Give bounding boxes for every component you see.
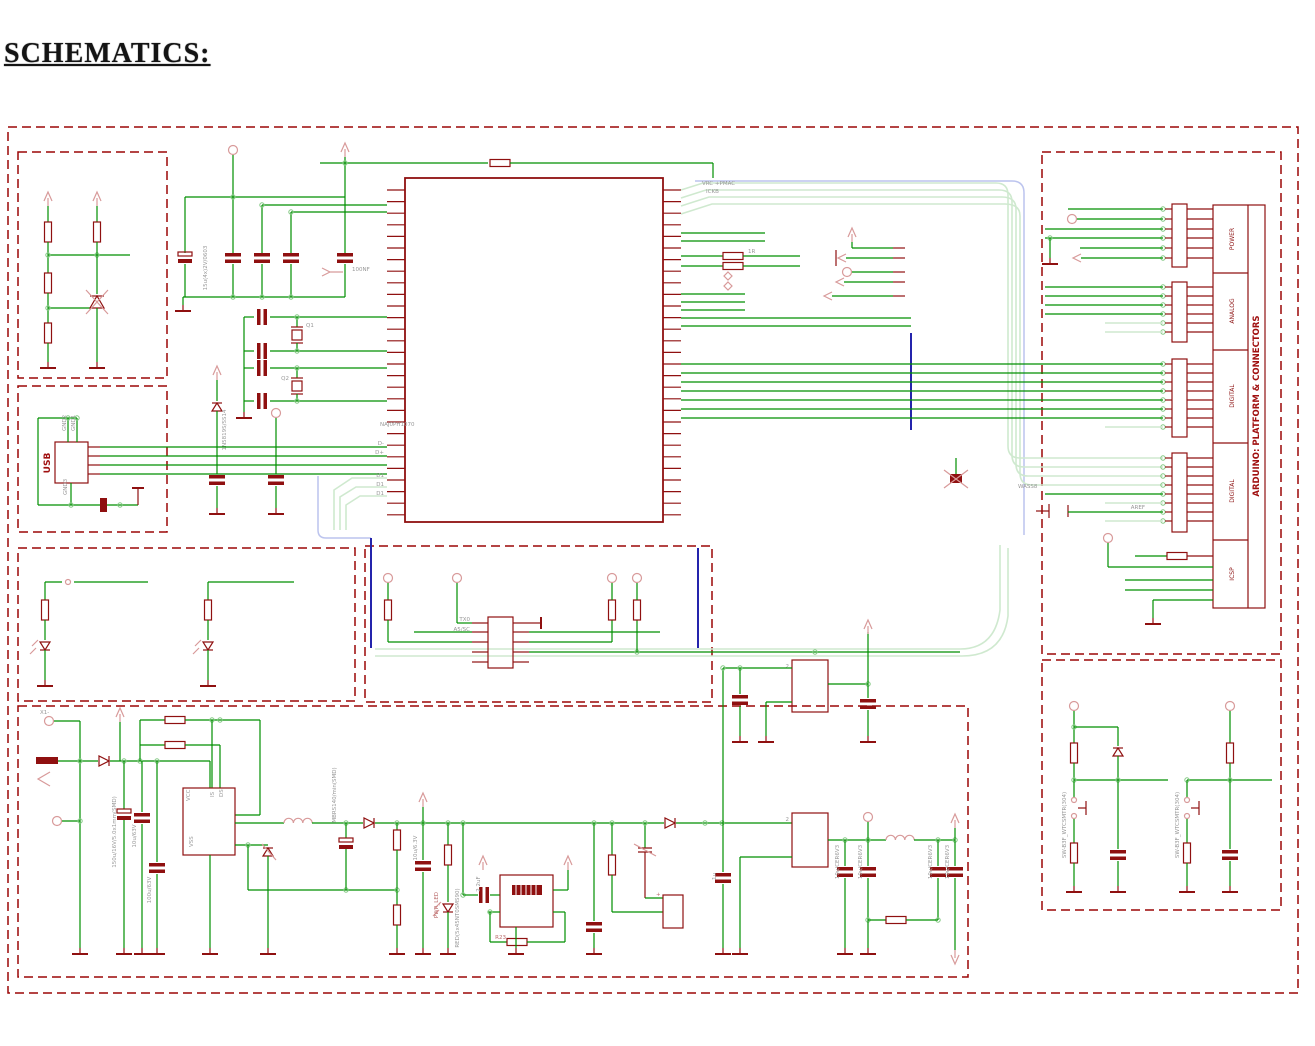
led-indicator-block bbox=[29, 578, 294, 687]
ds-label: DS bbox=[219, 789, 225, 797]
net-d1b-label: D1 bbox=[376, 482, 384, 488]
net-1r-label: 1R bbox=[748, 249, 755, 255]
ccer1-label: 10u/CER6V3 bbox=[835, 844, 841, 879]
protection-block bbox=[39, 191, 130, 369]
c22-label: 2.2uF bbox=[476, 876, 482, 891]
crystal-circuit: Q1 Q2 1N5819S/SS14 bbox=[208, 309, 387, 515]
main-mcu-ic bbox=[387, 177, 681, 523]
header-digital2 bbox=[1171, 452, 1188, 533]
usb-connector-block: USB GND2 GND1 GND3 bbox=[37, 415, 144, 512]
crystal-q1-label: Q1 bbox=[306, 323, 314, 329]
net-wass-label: WASS8 bbox=[1018, 484, 1038, 490]
panel-heading-label: ARDUINO: PLATFORM & CONNECTORS bbox=[1252, 315, 1262, 496]
pin2a-label: 2 bbox=[786, 664, 790, 670]
regulator-ic2 bbox=[791, 812, 829, 868]
pale-bus-sweep bbox=[375, 182, 1163, 657]
regulator-ic1 bbox=[182, 787, 236, 856]
ccer3-label: 10u/CER6V3 bbox=[928, 844, 934, 879]
pwr-led-label: PWR_LED bbox=[434, 892, 440, 918]
bus-lines bbox=[317, 180, 1025, 648]
section-power-label: POWER bbox=[1229, 228, 1236, 250]
aux-ic bbox=[499, 874, 554, 928]
header-digital1 bbox=[1171, 358, 1188, 438]
power-supply-block: X1- 150u/16V/5.0x1mm(SMD) 10u/63V 100u/6… bbox=[36, 619, 963, 965]
ccer2-label: 10u/CER6V3 bbox=[858, 844, 864, 879]
panel-wires: AREF bbox=[681, 208, 1213, 625]
usb-data-lines: D- D+ NAJ0PH1070 D1 D1 D1 bbox=[100, 422, 415, 530]
x1-label: X1- bbox=[40, 710, 49, 716]
serial-header-block: TX0 A5/SC bbox=[382, 572, 960, 669]
c100u-label: 100u/63V bbox=[147, 876, 153, 903]
sw2-label: SW-B3F_WTCSMTR(304) bbox=[1175, 792, 1181, 858]
net-naj-label: NAJ0PH1070 bbox=[380, 422, 415, 428]
net-d1a-label: D1 bbox=[376, 473, 384, 479]
section-analog-label: ANALOG bbox=[1229, 298, 1236, 324]
net-d1c-label: D1 bbox=[376, 491, 384, 497]
net-vrc-label: VRC +PMAC bbox=[702, 181, 735, 187]
vss-label: VSS bbox=[189, 836, 195, 847]
frame-serial-block bbox=[364, 545, 713, 703]
block-frames bbox=[17, 151, 1282, 978]
regulator-ic3 bbox=[791, 659, 829, 713]
c10u63-label: 10u/63V bbox=[132, 824, 138, 847]
serial-header-pins bbox=[472, 622, 529, 663]
diode-part-label: 1N5819S/SS14 bbox=[222, 409, 228, 450]
frame-switch-block bbox=[1041, 659, 1282, 911]
led-part-label: RED(5x45NT0SMS90) bbox=[455, 888, 461, 947]
vcc-label: VCC bbox=[186, 789, 192, 801]
r23-label: R23 bbox=[495, 935, 506, 941]
section-digital1-label: DIGITAL bbox=[1229, 384, 1236, 408]
ccer4-label: 10u/CER6V3 bbox=[945, 844, 951, 879]
arduino-connector-panel: POWER ANALOG DIGITAL DIGITAL ICSP ARDUIN… bbox=[681, 203, 1266, 625]
usb-gnd3-label: GND3 bbox=[63, 478, 69, 495]
aref-label: AREF bbox=[1131, 505, 1145, 511]
frame-power-block bbox=[17, 705, 969, 978]
pin2b-label: 2 bbox=[786, 817, 790, 823]
net-icn-label: ICKB bbox=[706, 189, 719, 195]
c150-label: 150u/16V/5.0x1mm(SMD) bbox=[112, 796, 118, 867]
frame-usb-block bbox=[17, 385, 168, 533]
crystal-q2-label: Q2 bbox=[281, 376, 289, 382]
c10u6v3-label: 10u/6.3V bbox=[413, 835, 419, 860]
net-dminus-label: D- bbox=[378, 441, 384, 447]
battery-connector bbox=[662, 894, 684, 929]
sw1-label: SW-B3F_WTCSMTR(304) bbox=[1062, 792, 1068, 858]
dpart-label: MBRS140/min(SMD) bbox=[332, 767, 338, 822]
cap-bank-value-label: 15u(4x)2V/0603 bbox=[203, 245, 209, 290]
page-title: SCHEMATICS: bbox=[4, 38, 211, 69]
frame-led-block bbox=[17, 547, 356, 702]
usb-label: USB bbox=[43, 453, 53, 474]
frame-protection-block bbox=[17, 151, 168, 379]
is-label: IS bbox=[210, 791, 216, 797]
mcu-right-nets: VRC +PMAC ICKB 1R bbox=[681, 181, 1050, 518]
cap-100nf-label: 100NF bbox=[352, 267, 370, 273]
frame-outer bbox=[7, 126, 1299, 994]
tx0-label: TX0 bbox=[458, 617, 470, 623]
net-dplus-label: D+ bbox=[375, 450, 384, 456]
usb-gnd1-label: GND1 bbox=[71, 415, 77, 431]
a5-label: A5/SC bbox=[454, 627, 471, 633]
decoupling-cap-bank: 100NF 15u(4x)2V/0603 bbox=[174, 142, 714, 312]
frame-connector-block bbox=[1041, 151, 1282, 655]
battery-plus-label: + bbox=[656, 892, 661, 898]
header-power bbox=[1171, 203, 1188, 268]
switch-block: SW-B3F_WTCSMTR(304) SW-B3F_WTCSMTR(304) bbox=[1062, 700, 1272, 893]
section-icsp-label: ICSP bbox=[1229, 567, 1236, 581]
c1u-label: 1u bbox=[712, 873, 718, 880]
section-digital2-label: DIGITAL bbox=[1229, 479, 1236, 503]
header-analog bbox=[1171, 281, 1188, 343]
usb-gnd2-label: GND2 bbox=[62, 415, 68, 431]
